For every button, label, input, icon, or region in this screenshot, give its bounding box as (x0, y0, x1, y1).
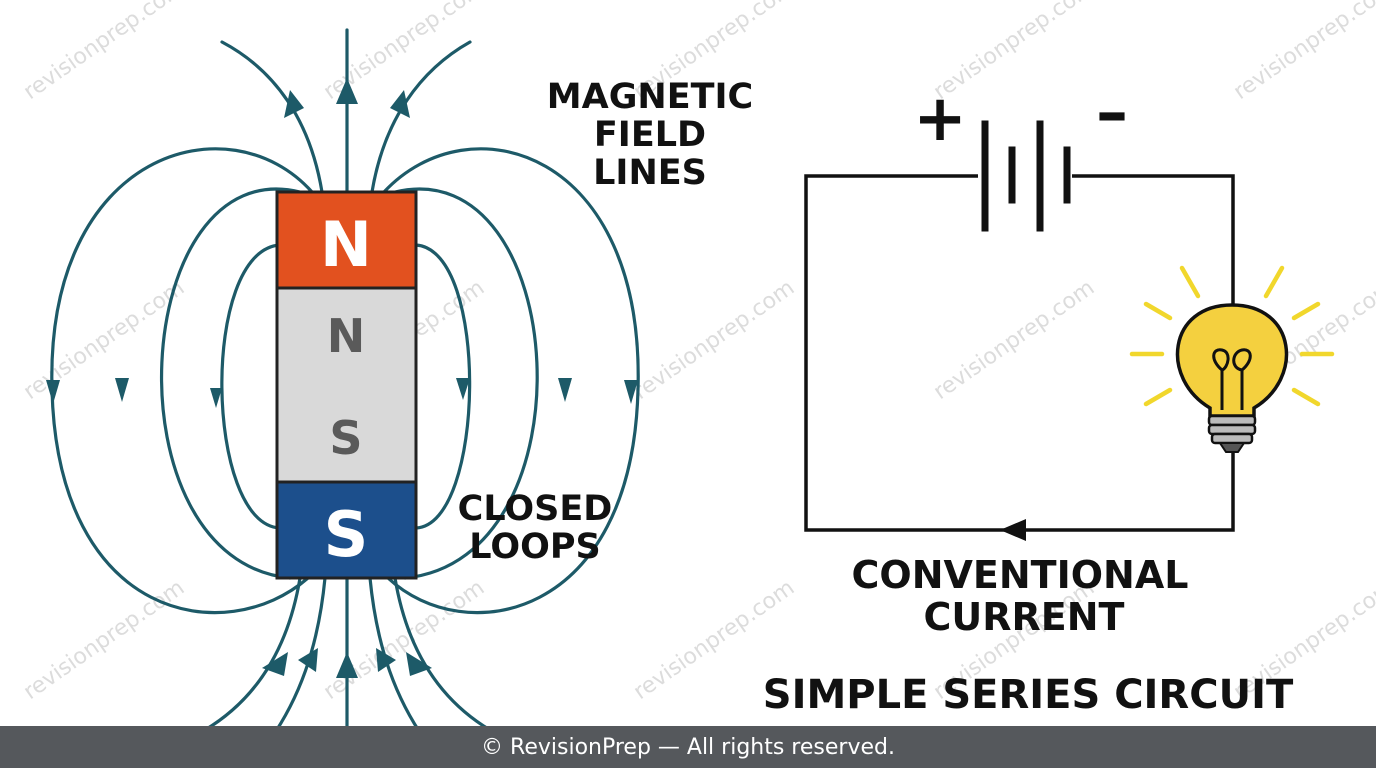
loops-label-line-2: LOOPS (469, 527, 600, 567)
arrow-up-bottom-center (336, 652, 358, 678)
wire-left-top (804, 174, 1235, 532)
field-lines-label: MAGNETIC FIELD LINES (547, 77, 753, 193)
field-line-arrows (46, 78, 638, 678)
field-line-fan-bottom-right (393, 576, 492, 732)
bulb-filament (1212, 348, 1252, 410)
field-line-fan-bottom-right-2 (368, 576, 427, 742)
arrow-up-center (336, 78, 358, 104)
arrow-up-bottom-right-2 (376, 648, 396, 672)
field-label-line-3: LINES (593, 153, 707, 193)
watermark-text: revisionprep.com (629, 275, 799, 405)
arrow-down-left-1 (210, 388, 222, 408)
field-line-right-loop-2 (393, 187, 539, 580)
arrow-up-bottom-left (262, 652, 288, 676)
field-label-line-2: FIELD (594, 115, 706, 155)
loops-label-line-1: CLOSED (458, 489, 613, 529)
watermark-text: revisionprep.com (319, 575, 489, 705)
field-line-fan-bottom-left (203, 576, 302, 732)
copyright-text: © RevisionPrep — All rights reserved. (481, 734, 895, 760)
bulb-base-2 (1207, 423, 1257, 436)
field-label-line-1: MAGNETIC (547, 77, 753, 117)
bar-magnet: N N S S (275, 190, 418, 580)
bulb-base-1 (1207, 414, 1257, 427)
bulb-tip (1218, 442, 1246, 453)
wire-right-top (1072, 174, 1235, 305)
field-line-left-loop-1 (220, 243, 282, 530)
circuit-title: SIMPLE SERIES CIRCUIT (763, 672, 1294, 718)
arrow-down-right-3 (624, 380, 638, 404)
watermark-text: revisionprep.com (1229, 0, 1376, 105)
series-circuit: + – CONVENTIONAL CURRENT SIMPLE SERIES (763, 76, 1335, 718)
magnetic-field-lines (50, 28, 640, 742)
arrow-down-right-1 (456, 378, 470, 400)
south-pole-block (275, 480, 418, 580)
arrow-down-left-2 (115, 378, 129, 402)
arrow-down-right-2 (558, 378, 572, 402)
watermark-text: revisionprep.com (19, 575, 189, 705)
south-pole-label: S (324, 498, 369, 571)
arrow-up-bottom-right (406, 652, 432, 676)
field-line-right-loop-3 (382, 147, 640, 615)
arrow-down-left-3 (46, 380, 60, 404)
closed-loops-label: CLOSED LOOPS (458, 489, 613, 567)
battery-minus-label: – (1096, 76, 1128, 150)
light-bulb (1129, 265, 1335, 453)
battery-cells (981, 120, 1071, 232)
arrow-up-bottom-left-2 (298, 648, 318, 672)
watermark-text: revisionprep.com (929, 275, 1099, 405)
field-line-left-loop-3 (50, 147, 314, 615)
bulb-base-3 (1210, 432, 1254, 445)
field-line-right-loop-1 (414, 243, 472, 530)
circuit-wire (804, 174, 1235, 532)
field-line-fan-top-left (220, 40, 324, 194)
copyright-footer: © RevisionPrep — All rights reserved. (0, 726, 1376, 768)
bulb-light-rays (1129, 265, 1335, 407)
middle-top-label: N (327, 309, 366, 363)
current-direction-arrow (1000, 519, 1026, 541)
watermark-text: revisionprep.com (19, 0, 189, 105)
middle-bottom-label: S (329, 411, 362, 465)
battery-plus-label: + (913, 82, 967, 156)
current-label-line-1: CONVENTIONAL (852, 553, 1189, 597)
north-pole-label: N (320, 208, 372, 281)
field-line-fan-top-right (370, 40, 472, 194)
field-line-fan-bottom-left-2 (268, 576, 327, 742)
bulb-glass (1175, 303, 1289, 418)
arrow-up-top-right (390, 90, 410, 118)
arrow-up-top-left (284, 90, 304, 118)
field-line-left-loop-2 (160, 187, 302, 580)
current-label-line-2: CURRENT (924, 595, 1125, 639)
neutral-middle-block (275, 286, 418, 484)
